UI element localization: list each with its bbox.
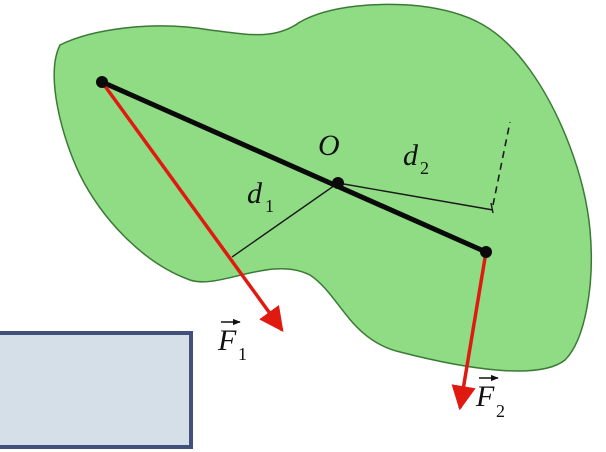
force2-label: F 2 [475,374,505,421]
rigid-body-shape [53,3,593,372]
force1-arrow [100,80,284,332]
force2-action-line-dashed [492,121,511,206]
lever-arm-d1-line [231,182,339,258]
rod-end-left-point [96,76,108,88]
lever-arm-d2-line [337,182,494,211]
force1-label: F 1 [217,318,247,364]
overlay-panel [0,331,193,449]
lever-arm-d2-tick [490,202,494,214]
svg-text:2: 2 [420,158,429,178]
rod-end-right-point [480,246,492,258]
pivot-label: O [318,129,340,162]
svg-text:1: 1 [265,196,274,216]
svg-text:2: 2 [496,401,505,421]
pivot-point [332,177,344,189]
svg-text:F: F [475,380,495,413]
svg-text:d: d [247,177,263,210]
svg-text:1: 1 [238,344,247,364]
rod [99,79,489,255]
svg-text:d: d [403,139,419,172]
svg-text:F: F [217,324,237,357]
d2-label: d 2 [403,139,429,178]
force2-arrow [451,251,488,411]
d1-label: d 1 [247,177,274,216]
